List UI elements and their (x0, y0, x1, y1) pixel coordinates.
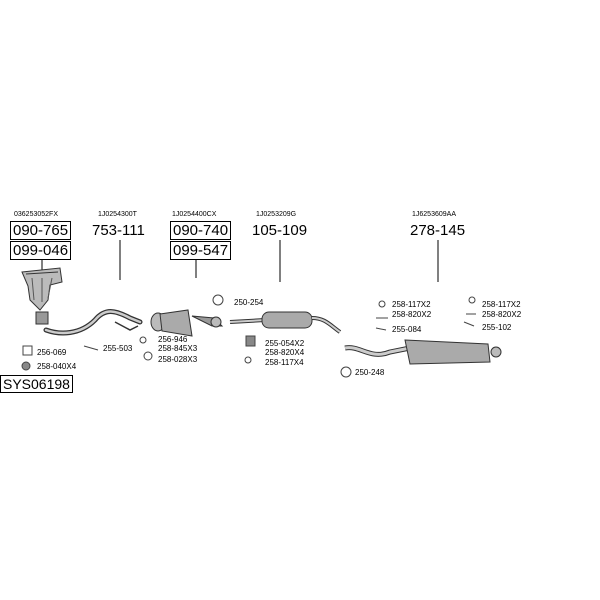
accessory-label[interactable]: 256-069 (37, 348, 67, 357)
centre-silencer (229, 311, 342, 334)
clamp-icon (212, 294, 224, 306)
front-pipe-branch (114, 321, 139, 331)
rear-silencer (344, 339, 502, 365)
accessory-label[interactable]: 258-820X2 (482, 310, 522, 319)
oe-number: 036253052FX (14, 211, 58, 218)
ring-icon (139, 336, 147, 344)
accessory-label[interactable]: 258-028X3 (158, 355, 198, 364)
accessory-label[interactable]: 250-248 (355, 368, 385, 377)
accessory-label[interactable]: 258-117X4 (265, 358, 304, 367)
oe-number: 1J6253609AA (412, 211, 456, 218)
accessory-icons (21, 294, 476, 378)
clamp-icon (143, 351, 153, 361)
part-number[interactable]: 278-145 (410, 222, 466, 239)
ring-icon (378, 300, 386, 308)
hanger-icon (463, 321, 475, 327)
accessory-label[interactable]: 250-254 (234, 298, 264, 307)
oe-number: 1J0254400CX (172, 211, 217, 218)
system-id-box: SYS06198 (0, 375, 73, 393)
accessory-label[interactable]: 256-946 (158, 335, 188, 344)
accessory-label[interactable]: 258-820X4 (265, 348, 305, 357)
gasket-icon (22, 345, 33, 356)
part-number-box[interactable]: 090-740 (170, 221, 232, 240)
accessory-label[interactable]: 258-040X4 (37, 362, 77, 371)
hanger-icon (375, 327, 387, 331)
part-number[interactable]: 753-111 (92, 222, 145, 239)
accessory-label[interactable]: 258-845X3 (158, 344, 198, 353)
accessory-label[interactable]: 255-102 (482, 323, 512, 332)
part-number-box[interactable]: 099-046 (10, 241, 72, 260)
part-number-box[interactable]: 090-765 (10, 221, 72, 240)
accessory-label[interactable]: 258-117X2 (392, 300, 431, 309)
accessory-label[interactable]: 258-117X2 (482, 300, 521, 309)
catalytic-converter (150, 309, 224, 337)
accessory-label[interactable]: 255-503 (103, 344, 133, 353)
part-number-box[interactable]: 099-547 (170, 241, 232, 260)
front-pipe-inner (44, 310, 142, 335)
hanger-icon (245, 335, 256, 347)
bolt-icon (83, 345, 99, 351)
clamp-icon (340, 366, 352, 378)
part-number[interactable]: 105-109 (252, 222, 308, 239)
accessory-label[interactable]: 255-084 (392, 325, 422, 334)
ring-icon (244, 356, 252, 364)
exhaust-manifold (21, 267, 63, 325)
oe-number: 1J0253209G (256, 211, 297, 218)
ring-icon (468, 296, 476, 304)
accessory-label[interactable]: 258-820X2 (392, 310, 432, 319)
nut-icon (21, 361, 31, 371)
accessory-label[interactable]: 255-054X2 (265, 339, 305, 348)
oe-number: 1J0254300T (98, 211, 137, 218)
